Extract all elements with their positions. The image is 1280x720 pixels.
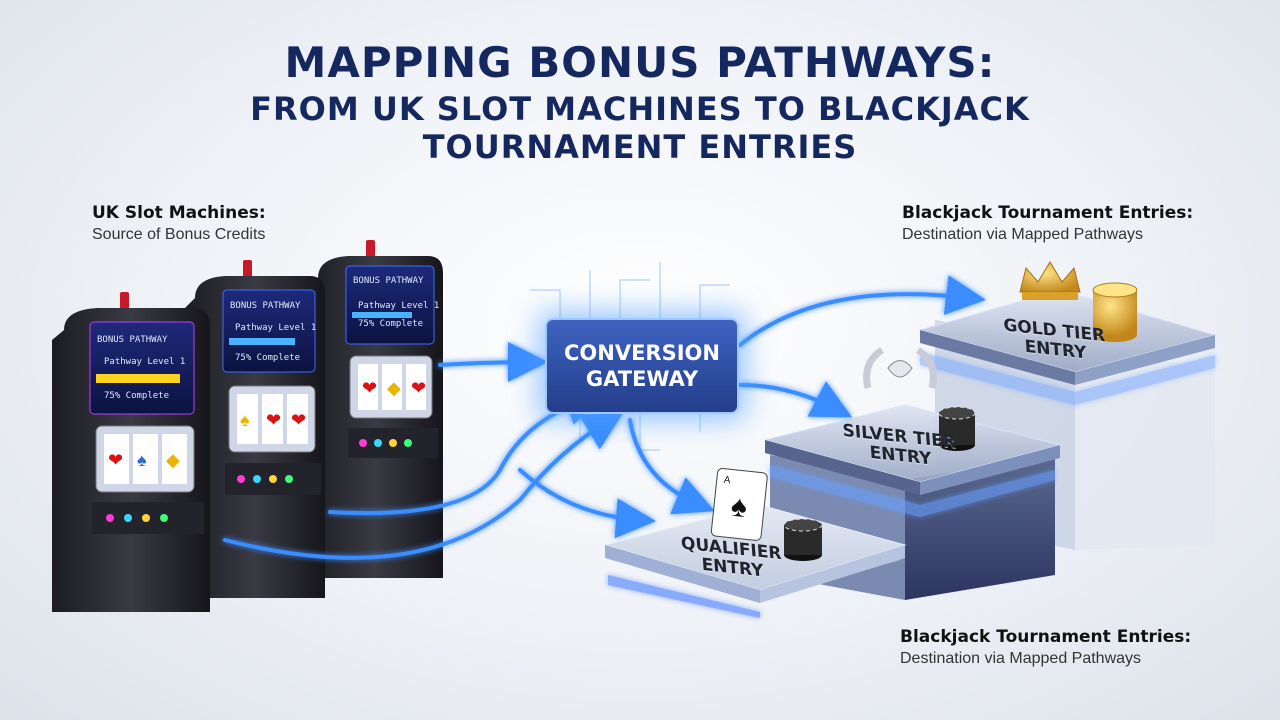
laurel-emblem-icon bbox=[863, 347, 937, 389]
machine-2-screen-title: BONUS PATHWAY bbox=[230, 301, 301, 311]
source-label-heading: UK Slot Machines: bbox=[92, 203, 266, 223]
svg-text:♠: ♠ bbox=[729, 490, 748, 524]
arrow-gateway-to-qualifier bbox=[628, 418, 715, 515]
machine-3-line1: Pathway Level 1 bbox=[358, 301, 439, 311]
svg-text:◆: ◆ bbox=[387, 378, 401, 398]
qualifier-chips-icon bbox=[783, 518, 823, 561]
dest-label-bottom-heading: Blackjack Tournament Entries: bbox=[900, 627, 1192, 647]
svg-text:♠: ♠ bbox=[240, 410, 250, 430]
crown-icon bbox=[1019, 261, 1081, 300]
svg-text:❤: ❤ bbox=[108, 450, 123, 470]
svg-text:❤: ❤ bbox=[266, 410, 281, 430]
arrow-machine-base-to-gateway bbox=[223, 411, 624, 560]
machine-3-screen-title: BONUS PATHWAY bbox=[353, 276, 424, 286]
machine-2-line2: 75% Complete bbox=[235, 353, 300, 363]
slot-machine-2: BONUS PATHWAY Pathway Level 1 75% Comple… bbox=[185, 260, 325, 598]
source-label: UK Slot Machines: Source of Bonus Credit… bbox=[92, 203, 266, 244]
slot-machine-3: BONUS PATHWAY Pathway Level 1 75% Comple… bbox=[308, 240, 443, 578]
svg-text:♠: ♠ bbox=[137, 450, 147, 470]
title-line-2: FROM UK SLOT MACHINES TO BLACKJACK bbox=[250, 90, 1030, 128]
machine-2-line1: Pathway Level 1 bbox=[235, 323, 316, 333]
machine-1-line1: Pathway Level 1 bbox=[104, 357, 185, 367]
black-chips-icon bbox=[938, 406, 976, 451]
gateway-line-2: GATEWAY bbox=[585, 367, 699, 391]
dest-label-top: Blackjack Tournament Entries: Destinatio… bbox=[902, 203, 1193, 244]
arrow-gateway-to-gold bbox=[738, 275, 986, 347]
dest-label-bottom-sub: Destination via Mapped Pathways bbox=[900, 650, 1142, 667]
svg-text:A: A bbox=[723, 475, 731, 487]
ace-of-spades-card-icon: ♠ A bbox=[710, 467, 768, 541]
machine-3-line2: 75% Complete bbox=[358, 319, 423, 329]
dest-label-top-heading: Blackjack Tournament Entries: bbox=[902, 203, 1194, 223]
svg-text:❤: ❤ bbox=[411, 378, 426, 398]
arrow-machines-to-gateway bbox=[438, 342, 548, 383]
machine-1-line2: 75% Complete bbox=[104, 391, 169, 401]
title-line-3: TOURNAMENT ENTRIES bbox=[422, 128, 858, 166]
flow-arrows bbox=[223, 275, 986, 560]
slot-machine-1: BONUS PATHWAY Pathway Level 1 75% Comple… bbox=[52, 292, 210, 612]
svg-text:❤: ❤ bbox=[291, 410, 306, 430]
title-line-1: MAPPING BONUS PATHWAYS: bbox=[284, 38, 996, 87]
machine-1-screen-title: BONUS PATHWAY bbox=[97, 335, 168, 345]
gold-chips-icon bbox=[1092, 282, 1138, 342]
svg-text:◆: ◆ bbox=[166, 450, 180, 470]
source-label-sub: Source of Bonus Credits bbox=[92, 226, 266, 243]
conversion-gateway: CONVERSION GATEWAY bbox=[545, 318, 739, 414]
dest-label-top-sub: Destination via Mapped Pathways bbox=[902, 226, 1144, 243]
arrow-gateway-to-silver bbox=[738, 381, 853, 418]
dest-label-bottom: Blackjack Tournament Entries: Destinatio… bbox=[900, 627, 1191, 668]
svg-text:❤: ❤ bbox=[362, 378, 377, 398]
arrow-machine-low-to-gateway bbox=[328, 386, 606, 516]
arrow-machines-to-qualifier bbox=[518, 468, 656, 539]
gateway-line-1: CONVERSION bbox=[564, 341, 720, 365]
qualifier-platform bbox=[603, 504, 907, 618]
